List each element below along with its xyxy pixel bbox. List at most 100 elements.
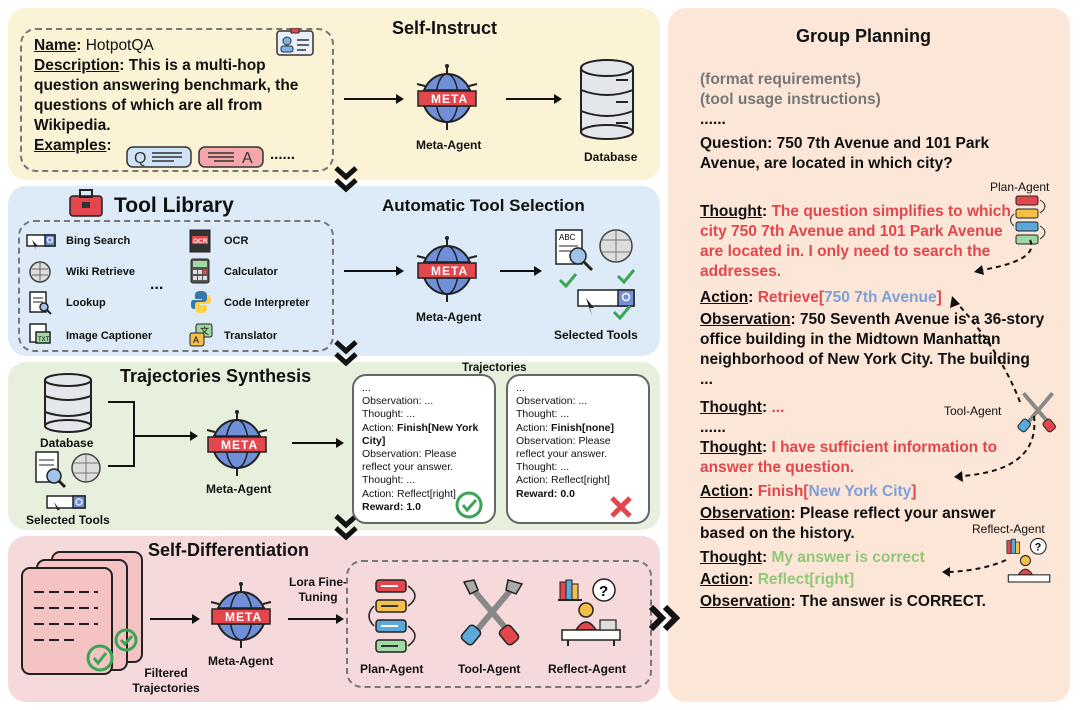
- gp-thought-4: Thought: My answer is correct: [700, 548, 925, 568]
- gp-plan-agent-icon: [1010, 195, 1046, 245]
- gp-thought-3: Thought: I have sufficient information t…: [700, 438, 1040, 478]
- name-colon: :: [76, 37, 82, 54]
- wiki-globe-icon: [29, 261, 51, 283]
- tool-code-interpreter: Code Interpreter: [224, 297, 310, 309]
- gp-colon-o3: :: [790, 593, 800, 610]
- auto-tool-selection-title: Automatic Tool Selection: [382, 196, 585, 215]
- gp-observation-text-1: 750 Seventh Avenue is a 36-story office …: [700, 311, 1045, 388]
- gp-action3-text: Reflect[right]: [757, 571, 855, 588]
- group-planning-panel: [668, 8, 1070, 702]
- id-card-icon: [276, 28, 314, 56]
- svg-text:A: A: [193, 335, 199, 345]
- meta-agent-globe-icon-3: [206, 410, 268, 476]
- gp-action-label-3: Action: [700, 571, 749, 588]
- python-icon: [191, 291, 211, 313]
- svg-text:?: ?: [599, 583, 608, 600]
- plan-agent-label-1: Plan-Agent: [360, 662, 424, 676]
- gp-question: Question: 750 7th Avenue and 101 Park Av…: [700, 135, 990, 172]
- trajectories-label: Trajectories: [462, 362, 527, 374]
- selected-tools-label-2: Selected Tools: [26, 513, 110, 527]
- gp-action-1: Action: Retrieve[750 7th Avenue]: [700, 288, 942, 308]
- gp-observation-2: Observation: Please reflect your answer …: [700, 504, 1000, 544]
- tool-translator: Translator: [224, 330, 278, 342]
- gp-reflect-agent-label: Reflect-Agent: [972, 522, 1045, 536]
- gp-observation-label-3: Observation: [700, 593, 791, 610]
- gp-colon-t3: :: [761, 439, 772, 456]
- lora-fine-tuning-label: Lora Fine-Tuning: [288, 575, 347, 604]
- bracket-connector: [108, 401, 198, 467]
- gp-thought-text-4: My answer is correct: [771, 549, 925, 566]
- gp-tool-agent-label: Tool-Agent: [944, 404, 1002, 418]
- gp-plan-agent-label: Plan-Agent: [990, 180, 1050, 194]
- arrow-card-to-meta: [344, 94, 404, 104]
- database-icon: [580, 59, 634, 140]
- gp-observation-label-2: Observation: [700, 505, 791, 522]
- examples-label: Examples: [34, 137, 107, 154]
- arrow-tools-to-meta: [344, 266, 404, 276]
- gp-observation-1: Observation: 750 Seventh Avenue is a 36-…: [700, 310, 1045, 390]
- gp-thought-text-3: I have sufficient information to answer …: [700, 439, 998, 476]
- gp-action-label-1: Action: [700, 289, 749, 306]
- tool-library-box: [18, 220, 334, 352]
- traj1-line-2: Thought: ...: [362, 408, 416, 421]
- gp-reflect-agent-icon: ?: [1006, 537, 1051, 583]
- database-label-1: Database: [584, 150, 638, 164]
- ocr-icon: OCR: [189, 229, 211, 253]
- gp-colon-o1: :: [790, 311, 800, 328]
- traj2-line-1: Observation: ...: [516, 395, 588, 408]
- traj2-line-0: ...: [516, 382, 525, 394]
- gp-action2-fn: Finish[: [757, 483, 809, 500]
- meta-logo-text-3: META: [221, 438, 259, 452]
- svg-text:Q: Q: [134, 150, 146, 167]
- lookup-doc-icon: [29, 291, 52, 315]
- tool-agent-icon: [460, 579, 524, 646]
- svg-text:文: 文: [200, 325, 209, 336]
- gp-observation-label-1: Observation: [700, 311, 791, 328]
- gp-observation-3: Observation: The answer is CORRECT.: [700, 592, 986, 612]
- gp-action-label-2: Action: [700, 483, 749, 500]
- selected-tools-icon: ABC: [555, 229, 636, 321]
- trajectories-title: Trajectories Synthesis: [120, 366, 312, 386]
- chevron-down-icon-1: [334, 166, 358, 193]
- traj1-thought: Thought: ...: [362, 474, 416, 487]
- tool-agent-label-1: Tool-Agent: [458, 662, 521, 676]
- traj2-line-2: Thought: ...: [516, 408, 570, 421]
- meta-agent-label-3: Meta-Agent: [206, 482, 272, 496]
- meta-agent-label-1: Meta-Agent: [416, 138, 482, 152]
- trajectory-card-1: ... Observation: ... Thought: ... Action…: [352, 374, 496, 524]
- meta-logo-text-2: META: [431, 264, 469, 278]
- traj1-action-bold: Finish[New York City]: [362, 421, 479, 447]
- gp-thought-label-3: Thought: [700, 439, 762, 456]
- search-bar-icon: [26, 234, 56, 250]
- traj2-action2: Action: Reflect[right]: [516, 474, 610, 487]
- traj2-action-prefix: Action:: [516, 421, 552, 434]
- gp-action-2: Action: Finish[New York City]: [700, 482, 916, 502]
- plan-agent-icon: [368, 579, 416, 653]
- svg-text:TXT: TXT: [38, 337, 50, 343]
- svg-text:?: ?: [1035, 542, 1042, 554]
- meta-agent-label-2: Meta-Agent: [416, 310, 482, 324]
- toolbox-icon: [69, 189, 103, 217]
- traj1-line-1: Observation: ...: [362, 395, 434, 408]
- search-bar-icon-2: [46, 495, 86, 512]
- traj2-observation: Observation: Please reflect your answer.: [516, 434, 611, 461]
- dataset-card: [20, 28, 334, 172]
- self-diff-title: Self-Differentiation: [148, 540, 310, 560]
- traj1-action2: Action: Reflect[right]: [362, 487, 456, 500]
- description-value: : This is a multi-hop question answering…: [34, 57, 299, 134]
- tool-wiki-retrieve: Wiki Retrieve: [66, 266, 135, 278]
- tool-usage-instructions: (tool usage instructions): [700, 91, 881, 108]
- svg-text:A: A: [242, 150, 253, 167]
- traj1-line-0: ...: [362, 382, 371, 394]
- gp-colon-a2: :: [748, 483, 758, 500]
- tool-library-panel: [8, 186, 660, 356]
- arrow-meta-to-agents: [288, 614, 344, 624]
- gp-colon-a3: :: [748, 571, 758, 588]
- tool-lookup: Lookup: [66, 297, 106, 309]
- traj2-thought: Thought: ...: [516, 461, 570, 474]
- traj1-action: Action: Finish[New York City]: [362, 422, 486, 448]
- reflect-agent-icon: ?: [558, 578, 621, 646]
- meta-agent-globe-icon-4: [210, 582, 272, 648]
- check-circle-icon-1: [455, 491, 483, 519]
- traj2-action-bold: Finish[none]: [551, 421, 615, 434]
